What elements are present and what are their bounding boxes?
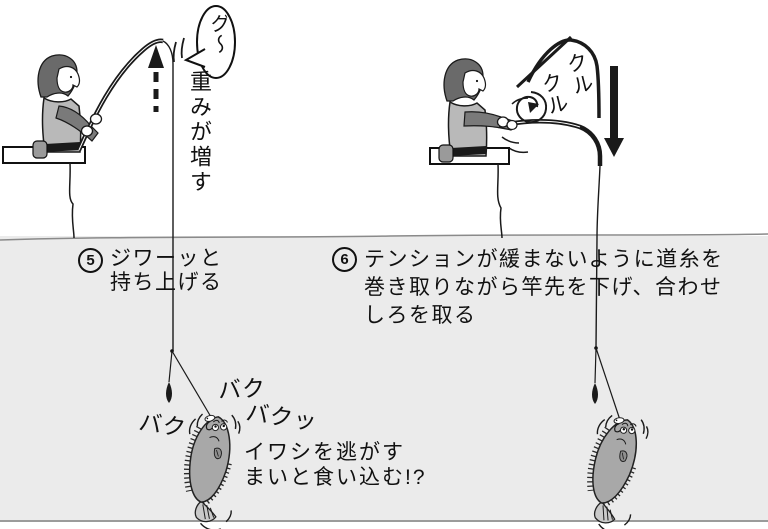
angler-figure <box>32 54 99 159</box>
reel-spin-icon <box>515 91 548 124</box>
angler-figure <box>438 58 514 163</box>
hook-leader-line <box>595 347 621 421</box>
down-arrow-icon <box>604 66 624 157</box>
speech-bubble <box>183 5 236 79</box>
scene5-art <box>2 5 248 529</box>
shake-marks <box>501 97 529 154</box>
sinker-weight <box>166 382 172 403</box>
caption-line: まいと食い込む!? <box>244 466 427 489</box>
water-surface-line <box>0 233 768 241</box>
step6-caption: 6 テンションが緩まないように道糸を 巻き取りながら竿先を下げ、合わせ しろを取… <box>332 246 724 330</box>
caption-line: しろを取る <box>364 304 477 327</box>
face <box>462 69 486 97</box>
hand <box>89 113 103 125</box>
bubble-sound-text: グ〜 <box>207 13 229 55</box>
belt <box>451 146 486 156</box>
eye <box>69 75 73 79</box>
step6-number-badge: 6 <box>332 247 357 272</box>
caption-line: イワシを逃がす <box>244 441 405 464</box>
step5-number-badge: 5 <box>78 248 103 273</box>
water-area <box>0 236 768 522</box>
flounder-fish <box>572 409 657 529</box>
hook-leader-line <box>171 350 212 418</box>
up-arrow-icon <box>148 45 164 112</box>
step6-caption-text: テンションが緩まないように道糸を 巻き取りながら竿先を下げ、合わせ しろを取る <box>364 246 724 330</box>
belt <box>45 142 80 152</box>
fishing-line <box>162 40 174 351</box>
rod-previous-position <box>515 35 573 89</box>
hand <box>506 119 518 131</box>
pier-post <box>496 163 503 239</box>
caption-line: ジワーッと <box>110 247 223 270</box>
fishing-line <box>595 165 601 349</box>
bite-sound-left: バク <box>137 408 189 442</box>
sinker-drop-line <box>168 350 173 383</box>
hip-pouch <box>438 144 454 163</box>
step5-caption-text: ジワーッと 持ち上げる <box>110 247 223 295</box>
hand <box>80 125 94 137</box>
scene6-art <box>429 35 657 529</box>
weight-increase-label: 重みが増す <box>187 70 212 195</box>
rod-highlight <box>78 40 164 151</box>
sinker-drop-line <box>594 347 597 384</box>
step5-caption: 5 ジワーッと 持ち上げる <box>78 247 223 295</box>
sinker-weight <box>592 383 598 404</box>
pier-post <box>68 162 75 239</box>
vibration-marks <box>172 37 185 63</box>
caption-line: 持ち上げる <box>110 271 223 294</box>
caption-line: 巻き取りながら竿先を下げ、合わせ <box>364 276 723 299</box>
caption-line: テンションが緩まないように道糸を <box>364 248 724 271</box>
hip-pouch <box>32 140 48 159</box>
rod-swing-arc <box>526 38 601 119</box>
fish-caption: イワシを逃がす まいと食い込む!? <box>244 440 427 490</box>
eye <box>475 79 479 83</box>
face <box>56 65 80 93</box>
